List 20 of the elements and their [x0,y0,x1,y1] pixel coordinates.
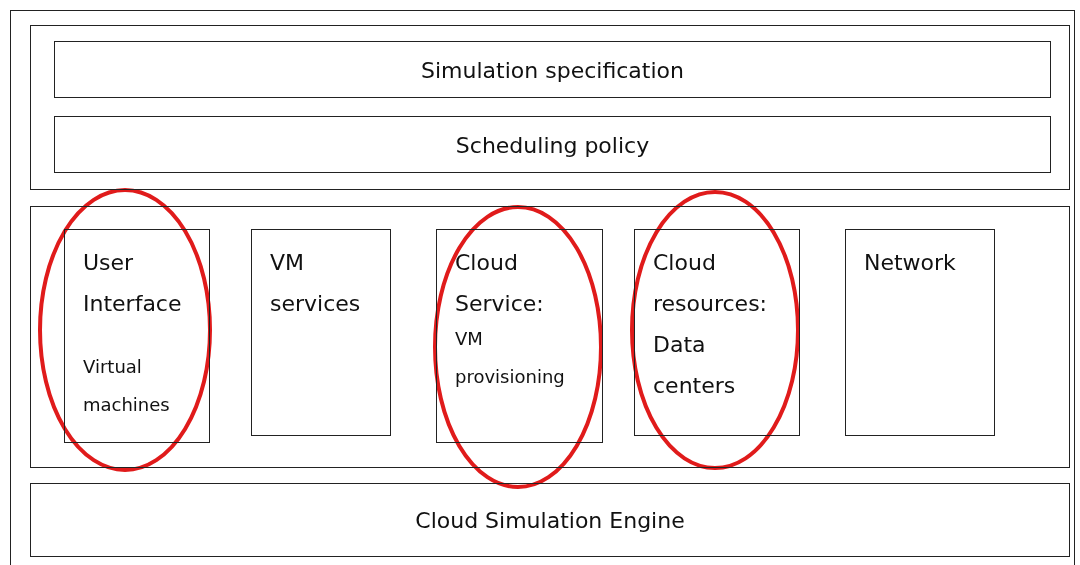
component-box [845,229,995,436]
component-label: Scheduling policy [454,132,651,157]
component-box [251,229,391,436]
layer-panel [30,25,1070,190]
layer-panel [30,206,1070,468]
component-label: Cloud Simulation Engine [414,507,686,533]
layer-box [30,483,1070,557]
component-box [436,229,603,443]
component-sublabel: VM provisioning [455,327,566,389]
component-label: User Interface [83,249,183,318]
component-label: Simulation specification [420,57,685,82]
layer-box [54,41,1051,98]
component-label: Cloud resources: Data centers [653,249,769,400]
component-label: VM services [270,249,362,318]
component-label: Cloud Service: [455,249,545,318]
component-box [634,229,800,436]
layer-box [54,116,1051,173]
component-box [64,229,210,443]
component-label: Network [864,249,957,277]
component-sublabel: Virtual machines [83,355,171,417]
